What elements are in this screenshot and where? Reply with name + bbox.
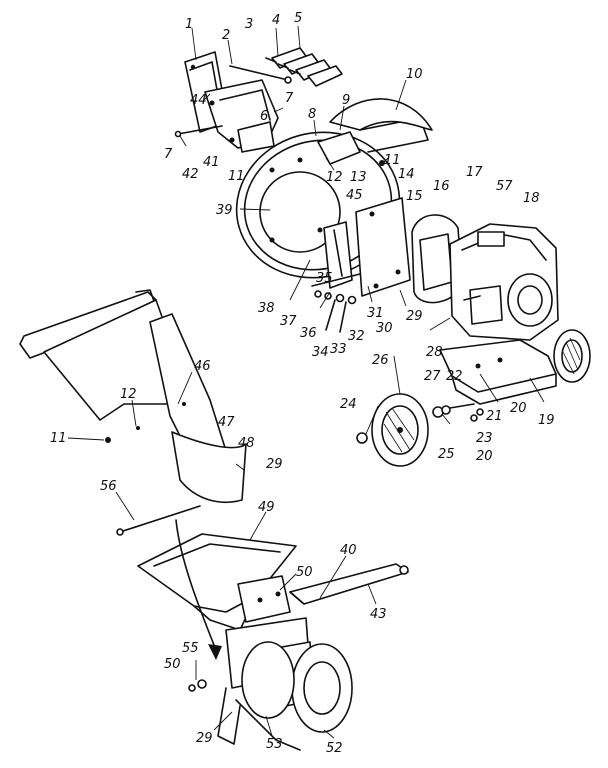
callout-label: 38 [258,301,275,316]
mount-bracket [317,131,385,166]
callout-label: 8 [308,107,316,122]
housing-bracket [204,79,279,153]
callout-label: 28 [426,345,443,360]
callout-label: 42 [182,167,199,182]
callout-label: 31 [367,306,384,321]
callout-label: 34 [312,345,329,360]
callout-label: 17 [466,165,483,180]
callout-label: 56 [100,479,117,494]
callout-label: 7 [285,91,294,106]
callout-label: 27 [424,369,441,384]
callout-label: 4 [272,13,280,28]
wheel-right [553,329,591,383]
callout-label: 55 [182,641,199,656]
callout-label: 40 [340,543,357,558]
adapter-plate [311,221,369,289]
engine [449,223,559,341]
blade-set [265,47,343,87]
callout-label: 11 [50,431,67,446]
callout-label: 52 [326,741,343,756]
callout-label: 3 [245,17,253,32]
callout-label: 44 [190,93,207,108]
support-bracket [289,563,409,605]
callout-label: 32 [348,329,365,344]
callout-label: 13 [350,170,367,185]
callout-label: 19 [538,413,555,428]
callout-label: 35 [316,271,333,286]
callout-label: 1 [185,17,193,32]
callout-label: 57 [496,179,513,194]
callout-label: 49 [258,500,275,515]
wheel-left [371,393,429,467]
callout-label: 24 [340,397,357,412]
callout-label: 43 [370,607,387,622]
callout-label: 21 [486,409,503,424]
callout-label: 29 [196,731,213,746]
callout-label: 33 [330,342,347,357]
callout-label: 25 [438,447,455,462]
callout-label: 50 [296,565,313,580]
callout-label: 2 [222,28,230,43]
callout-label: 14 [398,167,415,182]
callout-label: 47 [218,415,235,430]
callout-label: 11 [384,153,401,168]
handle-assembly [19,289,247,503]
callout-label: 39 [216,203,233,218]
callout-label: 50 [164,657,181,672]
callout-label: 18 [523,191,540,206]
callout-label: 7 [164,147,173,162]
callout-label: 41 [203,155,220,170]
rod-part [174,125,223,138]
callout-label: 20 [510,401,527,416]
callout-label: 36 [300,326,317,341]
callout-label: 12 [326,170,343,185]
callout-label: 30 [376,321,393,336]
mount-plate [237,575,291,623]
callout-label: 20 [476,449,493,464]
long-bolt [116,505,201,536]
callout-label: 16 [433,179,450,194]
callout-label: 53 [266,737,283,752]
hardware-set [314,290,357,333]
bolt-part [229,65,292,84]
callout-label: 9 [342,93,350,108]
callout-label: 37 [280,314,297,329]
spacer-plate [355,197,411,297]
axle-hardware [356,403,484,444]
leader-lines [67,25,545,739]
callout-label: 26 [372,353,389,368]
callout-label: 29 [406,309,423,324]
axle-plate [439,339,557,405]
callout-label: 6 [260,109,268,124]
callout-labels: 1 2 3 4 5 10 44 7 6 8 9 7 42 41 11 11 12… [50,11,555,756]
callout-label: 22 [446,369,463,384]
callout-label: 48 [238,436,255,451]
assembly-arrow [175,519,222,660]
callout-label: 12 [120,387,137,402]
callout-label: 46 [194,359,211,374]
callout-label: 11 [228,169,245,184]
callout-label: 29 [266,457,283,472]
callout-label: 15 [406,189,423,204]
callout-label: 45 [346,188,363,203]
callout-label: 5 [294,11,302,26]
callout-label: 10 [406,67,423,82]
callout-label: 23 [476,431,493,446]
chute-frame [188,617,353,751]
